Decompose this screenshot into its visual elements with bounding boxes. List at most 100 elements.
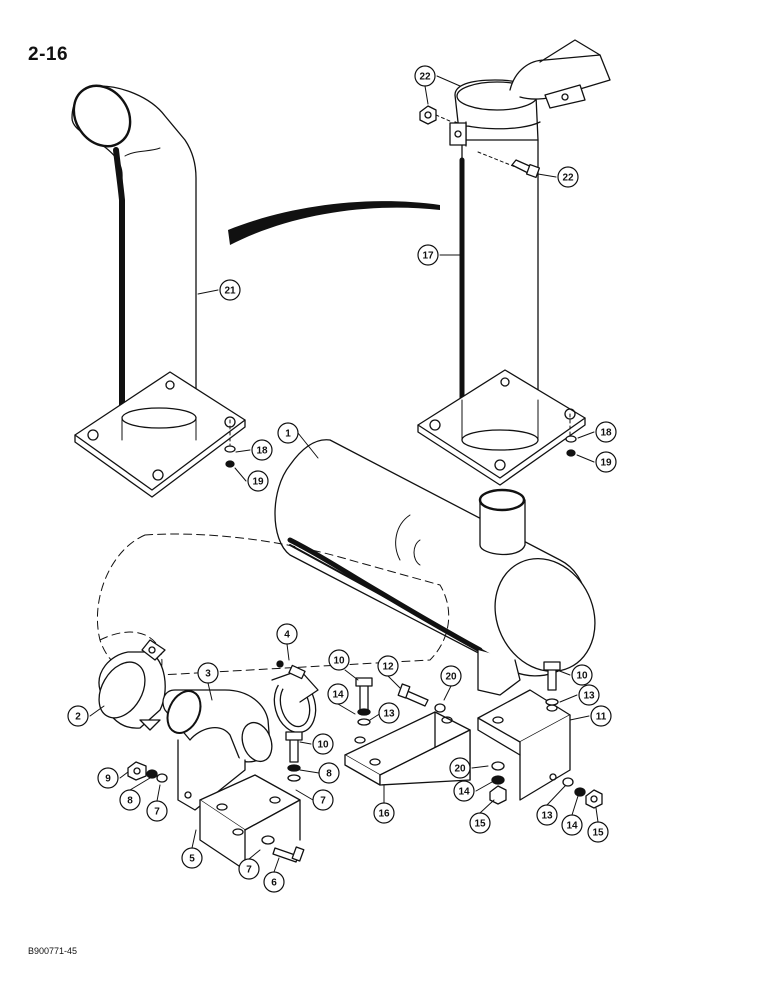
callout-label: 9 (105, 774, 111, 785)
callout-2: 2 (67, 705, 89, 727)
callout-19: 19 (595, 451, 617, 473)
callout-label: 1 (285, 429, 291, 440)
muffler-phantom (96, 533, 450, 677)
callout-4: 4 (276, 623, 298, 645)
callout-circle (571, 664, 593, 686)
callout-1: 1 (277, 422, 299, 444)
callout-label: 11 (596, 712, 607, 723)
callout-7: 7 (146, 800, 168, 822)
callout-label: 5 (189, 854, 195, 865)
callout-15: 15 (469, 812, 491, 834)
callout-circle (238, 858, 260, 880)
callout-circle (276, 623, 298, 645)
callout-circle (453, 780, 475, 802)
callout-8: 8 (119, 789, 141, 811)
callout-13: 13 (536, 804, 558, 826)
callout-circle (146, 800, 168, 822)
callout-10: 10 (328, 649, 350, 671)
callout-label: 12 (382, 662, 394, 673)
callout-14: 14 (561, 814, 583, 836)
callout-circle (197, 662, 219, 684)
callout-7: 7 (238, 858, 260, 880)
callout-label: 21 (224, 286, 236, 297)
callout-circle (440, 665, 462, 687)
callout-circle (327, 683, 349, 705)
callout-10: 10 (312, 733, 334, 755)
callout-label: 18 (600, 428, 612, 439)
callout-label: 4 (284, 630, 290, 641)
callout-circle (247, 470, 269, 492)
callout-circle (373, 802, 395, 824)
callout-12: 12 (377, 655, 399, 677)
callout-label: 7 (154, 807, 160, 818)
callout-14: 14 (453, 780, 475, 802)
fasteners (127, 661, 603, 863)
callout-circle (312, 733, 334, 755)
replacement-arrow (228, 201, 440, 245)
callout-circle (595, 421, 617, 443)
callout-circle (263, 871, 285, 893)
callout-circle (67, 705, 89, 727)
callout-15: 15 (587, 821, 609, 843)
callout-circle (595, 451, 617, 473)
muffler (274, 439, 596, 696)
callout-label: 16 (378, 809, 390, 820)
callout-21: 21 (219, 279, 241, 301)
callout-13: 13 (578, 684, 600, 706)
callout-17: 17 (417, 244, 439, 266)
callout-label: 7 (246, 865, 252, 876)
callout-label: 20 (454, 764, 466, 775)
callout-circle (561, 814, 583, 836)
callout-circle (312, 789, 334, 811)
callout-circle (219, 279, 241, 301)
bracket-right (477, 689, 571, 801)
callout-16: 16 (373, 802, 395, 824)
callout-circle (328, 649, 350, 671)
callout-20: 20 (440, 665, 462, 687)
callout-14: 14 (327, 683, 349, 705)
callout-circle (557, 166, 579, 188)
callout-label: 19 (600, 458, 612, 469)
callout-label: 10 (317, 740, 329, 751)
callout-label: 15 (474, 819, 486, 830)
callout-5: 5 (181, 847, 203, 869)
exhaust-elbow (162, 689, 273, 811)
callout-label: 18 (256, 446, 268, 457)
callout-circle (449, 757, 471, 779)
callout-3: 3 (197, 662, 219, 684)
callout-circle (97, 767, 119, 789)
callout-7: 7 (312, 789, 334, 811)
callout-circle (181, 847, 203, 869)
callout-label: 13 (383, 709, 395, 720)
callout-layer: 1234567778891010101112131313141414151516… (67, 65, 617, 893)
drawing-code: B900771-45 (28, 946, 78, 956)
callout-label: 3 (205, 669, 211, 680)
callout-label: 14 (332, 690, 344, 701)
bracket-center (344, 711, 471, 786)
callout-9: 9 (97, 767, 119, 789)
callout-label: 14 (458, 787, 470, 798)
callout-8: 8 (318, 762, 340, 784)
bracket-lower (199, 774, 301, 871)
exhaust-stack-curved (71, 84, 246, 498)
callout-circle (318, 762, 340, 784)
callout-label: 13 (583, 691, 595, 702)
callout-label: 8 (127, 796, 133, 807)
callout-13: 13 (378, 702, 400, 724)
callout-label: 15 (592, 828, 604, 839)
callout-19: 19 (247, 470, 269, 492)
callout-18: 18 (251, 439, 273, 461)
washers-nuts-18-19 (224, 413, 577, 468)
callout-label: 22 (562, 173, 574, 184)
leader-lines (89, 75, 599, 873)
exhaust-stack-straight (417, 39, 611, 486)
callout-circle (414, 65, 436, 87)
callout-circle (590, 705, 612, 727)
callout-label: 17 (422, 251, 434, 262)
callout-circle (378, 702, 400, 724)
callout-circle (587, 821, 609, 843)
callout-22: 22 (557, 166, 579, 188)
hose-clamp (271, 660, 319, 734)
callout-circle (377, 655, 399, 677)
